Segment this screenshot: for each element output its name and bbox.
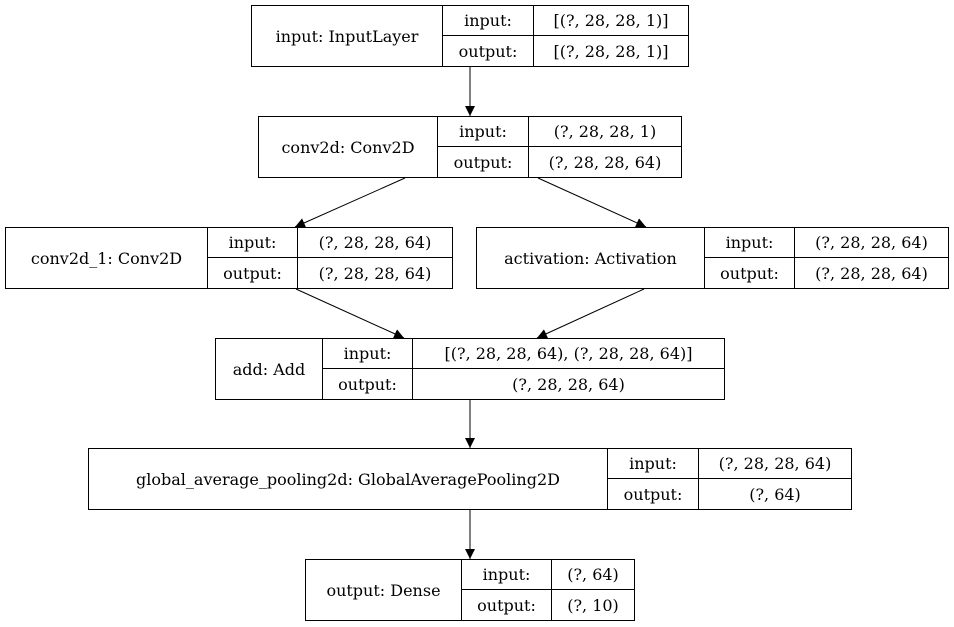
- layer-name: conv2d_1: Conv2D: [6, 228, 208, 288]
- layer-name: output: Dense: [306, 560, 462, 620]
- input-shape: (?, 64): [552, 560, 634, 590]
- input-shape: (?, 28, 28, 1): [529, 117, 681, 147]
- layer-name: conv2d: Conv2D: [259, 117, 438, 177]
- layer-shape-table: input:[(?, 28, 28, 1)]output:[(?, 28, 28…: [443, 6, 688, 66]
- layer-name: input: InputLayer: [252, 6, 443, 66]
- output-shape: [(?, 28, 28, 1)]: [553, 41, 669, 61]
- output-label: output:: [323, 369, 413, 399]
- edge-conv2d-to-activation: [537, 177, 647, 228]
- layer-name: activation: Activation: [477, 228, 705, 288]
- layer-name: add: Add: [216, 339, 323, 399]
- layer-shape-table: input:[(?, 28, 28, 64), (?, 28, 28, 64)]…: [323, 339, 724, 399]
- input-label: input:: [705, 228, 795, 258]
- layer-shape-table: input:(?, 28, 28, 64)output:(?, 28, 28, …: [705, 228, 948, 288]
- edge-conv2d-to-conv2d-1: [294, 177, 406, 228]
- layer-name: global_average_pooling2d: GlobalAverageP…: [89, 449, 608, 509]
- input-shape: [(?, 28, 28, 64), (?, 28, 28, 64)]: [413, 339, 724, 369]
- input-label: input:: [443, 6, 534, 36]
- output-shape: (?, 28, 28, 64): [548, 152, 662, 172]
- input-shape: (?, 28, 28, 64): [699, 449, 851, 479]
- output-label: output:: [208, 258, 298, 288]
- layer-shape-table: input:(?, 28, 28, 1)output: (?, 28, 28, 6…: [438, 117, 681, 177]
- input-label: input:: [323, 339, 413, 369]
- edge-activation-to-add: [536, 288, 645, 339]
- input-label: input:: [462, 560, 552, 590]
- output-shape: (?, 10): [567, 595, 619, 615]
- edge-conv2d-1-to-add: [295, 288, 405, 339]
- layer-shape-table: input:(?, 28, 28, 64)output:(?, 28, 28, …: [208, 228, 452, 288]
- output-label: output:: [443, 36, 534, 66]
- input-shape: (?, 28, 28, 64): [795, 228, 948, 258]
- output-shape: (?, 28, 28, 64): [512, 374, 625, 394]
- output-shape: (?, 28, 28, 64): [318, 263, 432, 283]
- input-shape: [(?, 28, 28, 1)]: [534, 6, 688, 36]
- layer-shape-table: input:(?, 64)output: (?, 10): [462, 560, 634, 620]
- input-label: input:: [608, 449, 699, 479]
- output-label: output:: [705, 258, 795, 288]
- input-label: input:: [438, 117, 529, 147]
- output-label: output:: [608, 479, 699, 509]
- layer-node-global-average-pooling2d: global_average_pooling2d: GlobalAverageP…: [88, 448, 852, 510]
- output-shape: (?, 28, 28, 64): [815, 263, 928, 283]
- output-shape: (?, 64): [749, 484, 801, 504]
- layer-shape-table: input:(?, 28, 28, 64)output: (?, 64): [608, 449, 851, 509]
- input-label: input:: [208, 228, 298, 258]
- output-label: output:: [462, 590, 552, 620]
- input-shape: (?, 28, 28, 64): [298, 228, 452, 258]
- output-label: output:: [438, 147, 529, 177]
